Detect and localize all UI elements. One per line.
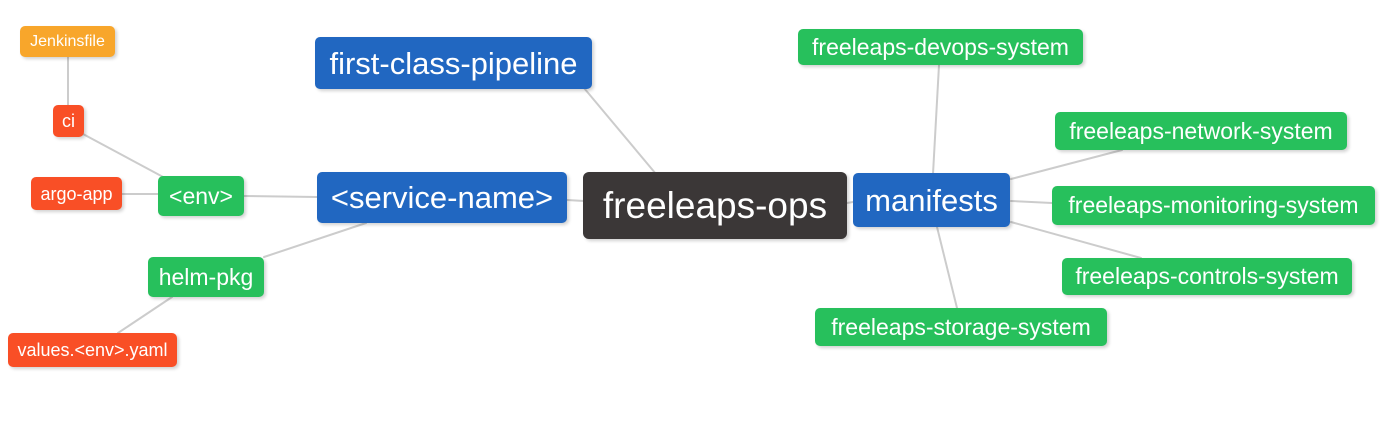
edge-ci-to-env [82,133,166,179]
mindmap-node-manifests[interactable]: manifests [853,173,1010,227]
mindmap-node-devops-system[interactable]: freeleaps-devops-system [798,29,1083,65]
edge-helm-pkg-to-values-env-yaml [117,296,173,334]
mindmap-node-monitoring-system[interactable]: freeleaps-monitoring-system [1052,186,1375,225]
mindmap-node-jenkinsfile[interactable]: Jenkinsfile [20,26,115,57]
edge-manifests-to-network-system [1010,149,1123,180]
mindmap-node-env[interactable]: <env> [158,176,244,216]
mindmap-node-controls-system[interactable]: freeleaps-controls-system [1062,258,1352,295]
mindmap-node-helm-pkg[interactable]: helm-pkg [148,257,264,297]
edge-freeleaps-ops-to-manifests [846,201,854,204]
edge-service-name-to-freeleaps-ops [566,199,585,202]
mindmap-node-ci[interactable]: ci [53,105,84,137]
mindmap-node-network-system[interactable]: freeleaps-network-system [1055,112,1347,150]
mindmap-node-first-class-pipeline[interactable]: first-class-pipeline [315,37,592,89]
edge-manifests-to-controls-system [1010,221,1142,259]
mindmap-node-storage-system[interactable]: freeleaps-storage-system [815,308,1107,346]
edge-manifests-to-storage-system [936,226,958,309]
edge-manifests-to-devops-system [932,64,940,175]
edge-manifests-to-monitoring-system [1010,200,1053,204]
edge-first-class-pipeline-to-freeleaps-ops [583,87,657,175]
mindmap-node-values-env-yaml[interactable]: values.<env>.yaml [8,333,177,367]
mindmap-node-service-name[interactable]: <service-name> [317,172,567,223]
edge-service-name-to-helm-pkg [263,222,367,258]
mindmap-node-argo-app[interactable]: argo-app [31,177,122,210]
edge-env-to-service-name [243,195,318,198]
mindmap-node-freeleaps-ops[interactable]: freeleaps-ops [583,172,847,239]
